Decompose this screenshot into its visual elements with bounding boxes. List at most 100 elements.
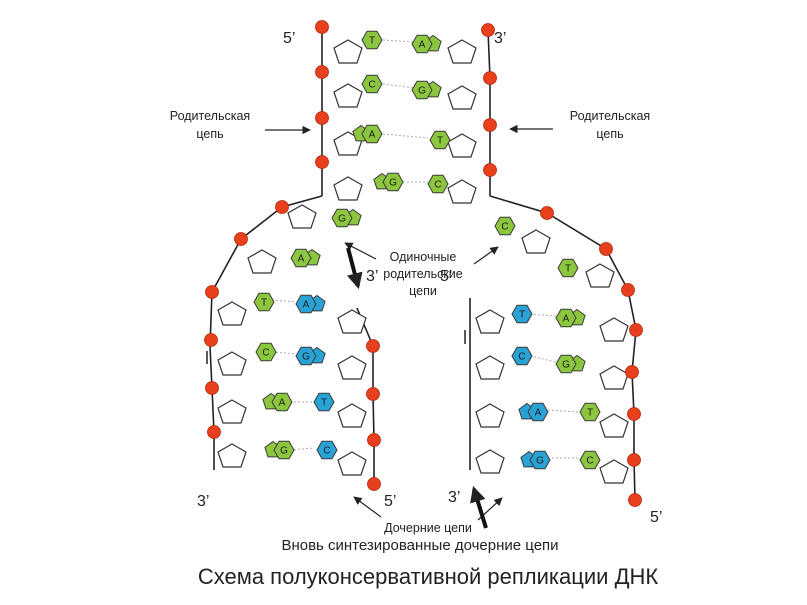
base-ring (555, 354, 577, 374)
base-c: C (255, 342, 277, 362)
phosphate (540, 206, 554, 220)
base-ring (382, 172, 404, 192)
sugar (599, 459, 629, 484)
base-ring (290, 248, 312, 268)
base-ring (271, 392, 293, 412)
phosphate (315, 65, 329, 79)
base-a: A (518, 402, 549, 422)
sugar (475, 449, 505, 474)
base-c: C (494, 216, 516, 236)
base-c: C (361, 74, 383, 94)
base-ring (316, 440, 338, 460)
phosphate (207, 425, 221, 439)
base-letter: T (369, 36, 375, 47)
sugar (475, 403, 505, 428)
sugar (475, 309, 505, 334)
base-letter: C (434, 180, 441, 191)
base-letter: A (419, 40, 426, 51)
base-letter: G (302, 352, 310, 363)
phosphate (315, 20, 329, 34)
label-parent-right-2: цепь (596, 127, 623, 141)
base-ring (331, 208, 353, 228)
sugar (217, 301, 247, 326)
base-a: A (295, 294, 326, 314)
phosphate (366, 387, 380, 401)
base-g: G (411, 80, 442, 100)
base-c: C (316, 440, 338, 460)
phosphate (275, 200, 289, 214)
phosphate (481, 23, 495, 37)
direction-arrows (346, 247, 488, 529)
phosphate (234, 232, 248, 246)
phosphate (205, 381, 219, 395)
direction-arrow-right (470, 485, 488, 529)
base-letter: T (519, 310, 525, 321)
base-letter: A (369, 130, 376, 141)
base-ring (361, 74, 383, 94)
base-letter: G (536, 456, 544, 467)
base-letter: G (562, 360, 570, 371)
sugar (447, 85, 477, 110)
phosphate (483, 163, 497, 177)
sugar (247, 249, 277, 274)
label-arrows (265, 124, 553, 521)
sugar (599, 413, 629, 438)
phosphate (621, 283, 635, 297)
base-ring (511, 304, 533, 324)
base-ring (273, 440, 295, 460)
base-ring (579, 402, 601, 422)
base-t: T (429, 130, 451, 150)
base-ring (295, 346, 317, 366)
base-letter: T (321, 398, 327, 409)
base-letter: T (565, 264, 571, 275)
base-letter: A (303, 300, 310, 311)
label-bottom-left-5prime: 5’ (384, 493, 396, 510)
arrow-single-right (473, 246, 499, 265)
label-bottom-left-3prime: 3’ (197, 493, 209, 510)
arrow-single-left (344, 242, 377, 260)
phosphate (483, 118, 497, 132)
sugar (447, 179, 477, 204)
base-letter: C (518, 352, 525, 363)
sugar (599, 365, 629, 390)
base-g: G (555, 354, 586, 374)
phosphate (315, 111, 329, 125)
phosphate (205, 285, 219, 299)
base-c: C (427, 174, 449, 194)
label-single-3: цепи (409, 284, 437, 298)
base-g: G (331, 208, 362, 228)
base-letter: A (535, 408, 542, 419)
sugar (287, 204, 317, 229)
base-letter: T (261, 298, 267, 309)
text-labels: 5’ 3’ Родительская цепь Родительская цеп… (170, 30, 663, 589)
label-parent-right-1: Родительская (570, 109, 650, 123)
base-ring (555, 308, 577, 328)
base-ring (494, 216, 516, 236)
sugar (447, 133, 477, 158)
sugar (475, 355, 505, 380)
base-letter: G (389, 178, 397, 189)
base-c: C (511, 346, 533, 366)
base-g: G (520, 450, 551, 470)
base-ring (511, 346, 533, 366)
phosphate (599, 242, 613, 256)
label-bottom-right-3prime: 3’ (448, 489, 460, 506)
base-t: T (511, 304, 533, 324)
label-fork-5prime: 5’ (440, 268, 452, 285)
base-t: T (313, 392, 335, 412)
base-ring (255, 342, 277, 362)
diagram-title: Схема полуконсервативной репликации ДНК (198, 564, 659, 589)
base-ring (253, 292, 275, 312)
sugars (217, 39, 629, 484)
base-letter: C (368, 80, 375, 91)
sugar (521, 229, 551, 254)
base-letter: A (563, 314, 570, 325)
base-letter: A (279, 398, 286, 409)
phosphate (367, 477, 381, 491)
base-letter: C (501, 222, 508, 233)
label-top-3prime: 3’ (494, 30, 506, 47)
sugar (217, 443, 247, 468)
base-letter: C (323, 446, 330, 457)
label-daughter-chains: Дочерние цепи (384, 521, 472, 535)
